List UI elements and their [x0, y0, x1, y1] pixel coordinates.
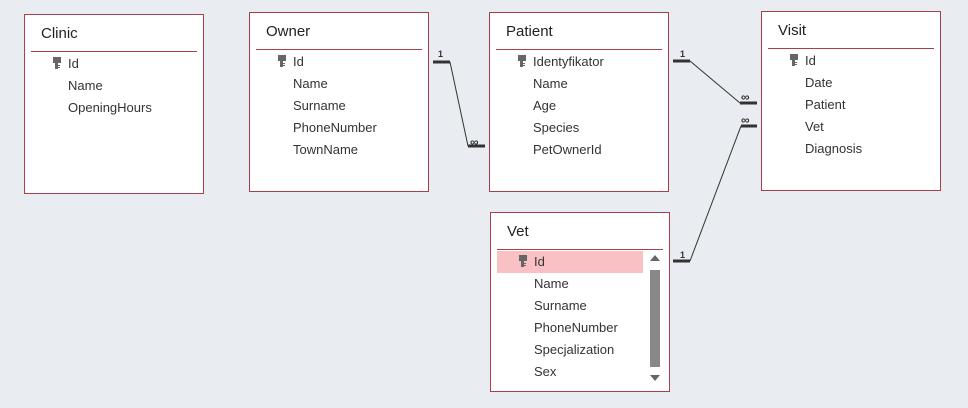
relationship-vet-visit[interactable]: 1 ∞ [673, 113, 757, 263]
field-phonenumber[interactable]: PhoneNumber [497, 317, 643, 339]
table-patient[interactable]: Patient Identyfikator Name Age Species P… [489, 12, 669, 192]
relationship-owner-patient[interactable]: 1 ∞ [433, 49, 485, 149]
one-label: 1 [438, 49, 443, 59]
field-label: Id [534, 254, 545, 269]
key-icon [278, 55, 286, 67]
field-label: Vet [805, 119, 824, 134]
table-visit[interactable]: Visit Id Date Patient Vet Diagnosis [761, 11, 941, 191]
field-petownerid[interactable]: PetOwnerId [496, 139, 662, 161]
many-label: ∞ [741, 90, 750, 104]
field-label: Name [533, 76, 568, 91]
field-label: Surname [534, 298, 587, 313]
field-label: TownName [293, 142, 359, 157]
one-label: 1 [680, 49, 685, 59]
field-label: Id [68, 56, 79, 71]
field-label: Id [805, 53, 816, 68]
field-diagnosis[interactable]: Diagnosis [768, 138, 934, 160]
field-label: Id [293, 54, 304, 69]
field-identyfikator[interactable]: Identyfikator [496, 51, 662, 73]
field-label: Identyfikator [533, 54, 604, 69]
table-title: Vet [507, 223, 529, 240]
field-label: Species [533, 120, 580, 135]
divider [496, 49, 662, 50]
field-date[interactable]: Date [768, 72, 934, 94]
key-icon [790, 54, 798, 66]
field-townname[interactable]: TownName [256, 139, 422, 161]
field-phonenumber[interactable]: PhoneNumber [256, 117, 422, 139]
table-title: Visit [778, 22, 807, 39]
one-label: 1 [680, 250, 685, 260]
key-icon [519, 255, 527, 267]
field-label: PetOwnerId [533, 142, 602, 157]
field-name[interactable]: Name [31, 75, 197, 97]
field-label: OpeningHours [68, 100, 152, 115]
field-id[interactable]: Id [768, 50, 934, 72]
table-vet[interactable]: Vet Id Name Surname PhoneNumber Specjali… [490, 212, 670, 392]
field-age[interactable]: Age [496, 95, 662, 117]
field-specjalization[interactable]: Specjalization [497, 339, 643, 361]
key-icon [518, 55, 526, 67]
field-sex[interactable]: Sex [497, 361, 643, 383]
field-label: Date [805, 75, 833, 90]
field-label: PhoneNumber [534, 320, 618, 335]
field-label: Specjalization [534, 342, 615, 357]
field-label: Surname [293, 98, 346, 113]
field-label: Age [533, 98, 557, 113]
vertical-scrollbar[interactable] [649, 253, 661, 383]
divider [768, 48, 934, 49]
divider [497, 249, 663, 250]
field-label: Name [293, 76, 328, 91]
table-owner[interactable]: Owner Id Name Surname PhoneNumber TownNa… [249, 12, 429, 192]
field-label: Diagnosis [805, 141, 863, 156]
field-label: PhoneNumber [293, 120, 377, 135]
field-name[interactable]: Name [496, 73, 662, 95]
scroll-thumb[interactable] [650, 270, 660, 367]
divider [31, 51, 197, 52]
table-title: Patient [506, 23, 553, 40]
field-surname[interactable]: Surname [497, 295, 643, 317]
field-label: Sex [534, 364, 557, 379]
many-label: ∞ [741, 113, 750, 127]
field-label: Name [68, 78, 103, 93]
field-openinghours[interactable]: OpeningHours [31, 97, 197, 119]
divider [256, 49, 422, 50]
field-id[interactable]: Id [31, 53, 197, 75]
table-clinic[interactable]: Clinic Id Name OpeningHours [24, 14, 204, 194]
field-name[interactable]: Name [497, 273, 643, 295]
table-title: Clinic [41, 25, 78, 42]
table-title: Owner [266, 23, 311, 40]
key-icon [53, 57, 61, 69]
scroll-up-arrow-icon[interactable] [649, 253, 661, 263]
field-id[interactable]: Id [497, 251, 643, 273]
field-patient[interactable]: Patient [768, 94, 934, 116]
many-label: ∞ [470, 135, 479, 149]
field-surname[interactable]: Surname [256, 95, 422, 117]
relationship-patient-visit[interactable]: 1 ∞ [673, 49, 757, 105]
scroll-down-arrow-icon[interactable] [649, 373, 661, 383]
field-label: Patient [805, 97, 846, 112]
field-name[interactable]: Name [256, 73, 422, 95]
field-label: Name [534, 276, 569, 291]
field-id[interactable]: Id [256, 51, 422, 73]
field-species[interactable]: Species [496, 117, 662, 139]
field-vet[interactable]: Vet [768, 116, 934, 138]
